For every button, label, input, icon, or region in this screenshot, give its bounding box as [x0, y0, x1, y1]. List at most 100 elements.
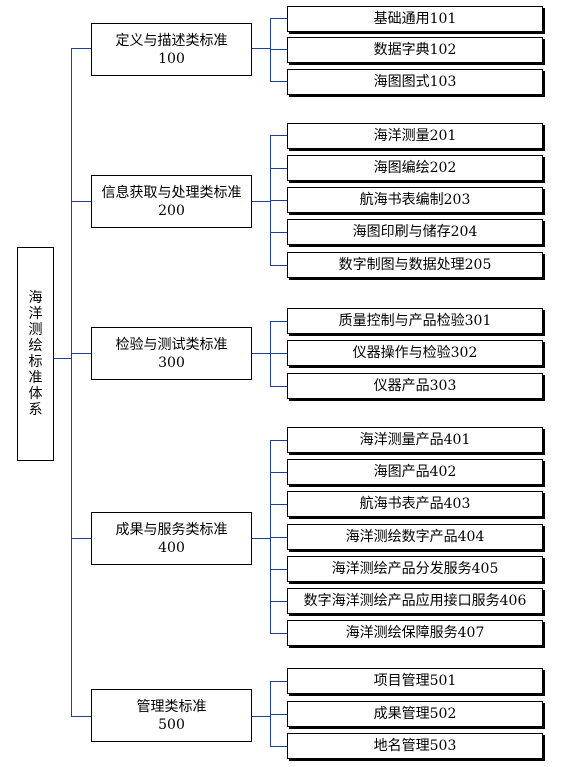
- leaf-label: 海洋测量产品401: [359, 432, 471, 448]
- leaf-node: 成果管理502: [287, 701, 543, 727]
- connector: [270, 601, 287, 603]
- leaf-node: 海洋测绘数字产品404: [287, 524, 543, 550]
- leaf-node: 基础通用101: [287, 6, 543, 32]
- connector: [270, 18, 287, 20]
- category-node-300: 检验与测试类标准 300: [91, 327, 252, 380]
- root-char: 体: [28, 386, 43, 402]
- connector: [71, 48, 73, 716]
- leaf-node: 航海书表产品403: [287, 491, 543, 517]
- root-char: 绘: [28, 338, 43, 354]
- connector: [54, 358, 71, 360]
- leaf-label: 数字海洋测绘产品应用接口服务406: [303, 593, 527, 609]
- root-char: 系: [28, 402, 43, 418]
- leaf-label: 航海书表编制203: [359, 192, 471, 208]
- category-name: 信息获取与处理类标准: [101, 184, 242, 201]
- leaf-label: 海洋测绘保障服务407: [345, 625, 485, 641]
- root-char: 标: [28, 354, 43, 370]
- connector: [270, 537, 287, 539]
- leaf-label: 海图图式103: [373, 74, 457, 90]
- connector: [71, 538, 91, 540]
- leaf-label: 海图产品402: [373, 464, 457, 480]
- connector: [270, 321, 287, 323]
- category-code: 300: [158, 354, 185, 371]
- leaf-label: 仪器产品303: [373, 378, 457, 394]
- connector: [270, 504, 287, 506]
- leaf-label: 质量控制与产品检验301: [338, 313, 492, 329]
- leaf-label: 海洋测绘数字产品404: [345, 529, 485, 545]
- connector: [252, 353, 270, 355]
- root-node: 海 洋 测 绘 标 准 体 系: [17, 247, 54, 461]
- root-char: 洋: [28, 306, 43, 322]
- connector: [252, 201, 270, 203]
- connector: [270, 81, 287, 83]
- leaf-node: 海图编绘202: [287, 155, 543, 181]
- category-name: 检验与测试类标准: [115, 336, 228, 353]
- leaf-node: 数字制图与数据处理205: [287, 252, 543, 278]
- category-code: 400: [158, 539, 185, 556]
- leaf-node: 海洋测绘保障服务407: [287, 620, 543, 646]
- leaf-label: 地名管理503: [373, 738, 457, 754]
- connector: [270, 265, 287, 267]
- leaf-node: 海图图式103: [287, 69, 543, 95]
- leaf-node: 数据字典102: [287, 37, 543, 63]
- category-code: 500: [158, 716, 185, 733]
- leaf-label: 数据字典102: [373, 42, 457, 58]
- connector: [270, 135, 287, 137]
- category-name: 成果与服务类标准: [115, 521, 228, 538]
- connector: [252, 716, 270, 718]
- connector: [270, 746, 287, 748]
- leaf-label: 成果管理502: [373, 706, 457, 722]
- category-code: 200: [158, 202, 185, 219]
- connector: [71, 48, 91, 50]
- category-node-200: 信息获取与处理类标准 200: [91, 175, 252, 228]
- category-node-400: 成果与服务类标准 400: [91, 512, 252, 565]
- leaf-node: 项目管理501: [287, 668, 543, 694]
- connector: [71, 201, 91, 203]
- leaf-label: 基础通用101: [373, 11, 457, 27]
- connector: [270, 200, 287, 202]
- leaf-node: 海洋测量201: [287, 123, 543, 149]
- connector: [252, 48, 270, 50]
- connector: [270, 440, 287, 442]
- category-code: 100: [158, 50, 185, 67]
- connector: [71, 353, 91, 355]
- leaf-node: 数字海洋测绘产品应用接口服务406: [287, 588, 543, 614]
- leaf-node: 质量控制与产品检验301: [287, 308, 543, 334]
- connector: [71, 716, 91, 718]
- leaf-node: 海图印刷与储存204: [287, 219, 543, 245]
- leaf-node: 仪器操作与检验302: [287, 340, 543, 366]
- connector: [270, 569, 287, 571]
- connector: [270, 472, 287, 474]
- leaf-node: 海洋测量产品401: [287, 427, 543, 453]
- leaf-label: 数字制图与数据处理205: [338, 257, 492, 273]
- category-node-500: 管理类标准 500: [91, 689, 252, 742]
- leaf-label: 海图印刷与储存204: [352, 224, 478, 240]
- root-char: 海: [28, 290, 43, 306]
- connector: [270, 633, 287, 635]
- leaf-label: 项目管理501: [373, 673, 457, 689]
- leaf-label: 海洋测绘产品分发服务405: [331, 561, 499, 577]
- leaf-node: 海图产品402: [287, 459, 543, 485]
- connector: [270, 681, 287, 683]
- connector: [252, 538, 270, 540]
- category-name: 管理类标准: [136, 698, 207, 715]
- leaf-node: 仪器产品303: [287, 373, 543, 399]
- connector: [270, 49, 287, 51]
- leaf-label: 航海书表产品403: [359, 496, 471, 512]
- connector: [270, 232, 287, 234]
- connector: [270, 681, 272, 746]
- leaf-node: 航海书表编制203: [287, 187, 543, 213]
- connector: [270, 440, 272, 633]
- category-name: 定义与描述类标准: [115, 32, 228, 49]
- leaf-node: 地名管理503: [287, 733, 543, 759]
- leaf-node: 海洋测绘产品分发服务405: [287, 556, 543, 582]
- connector: [270, 353, 287, 355]
- leaf-label: 仪器操作与检验302: [352, 345, 478, 361]
- connector: [270, 386, 287, 388]
- connector: [270, 714, 287, 716]
- root-char: 测: [28, 322, 43, 338]
- category-node-100: 定义与描述类标准 100: [91, 23, 252, 76]
- leaf-label: 海洋测量201: [373, 128, 457, 144]
- connector: [270, 168, 287, 170]
